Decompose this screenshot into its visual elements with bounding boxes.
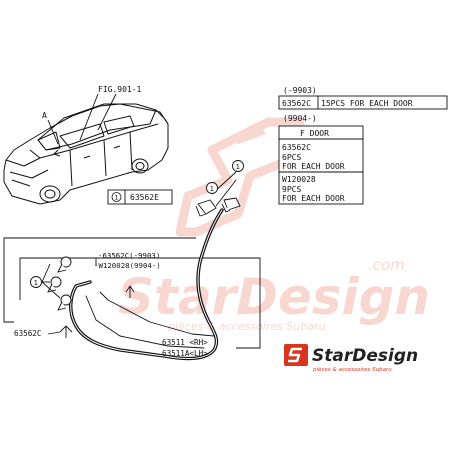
watermark-s-logo xyxy=(175,117,305,237)
late-qty-2-line-2: FOR EACH DOOR xyxy=(282,194,345,203)
label-weatherstrip-lh: 63511A<LH> xyxy=(162,349,208,358)
label-weatherstrip-rh: 63511 <RH> xyxy=(162,338,208,347)
watermark: .com StarDesign pièces & accessoires Sub… xyxy=(118,117,430,333)
weatherstrip xyxy=(69,208,224,361)
label-clip-early: -63562C(-9903) xyxy=(98,251,160,260)
range-late: (9904-) xyxy=(283,114,317,123)
label-a: A xyxy=(42,111,47,120)
late-part-2: W120028 xyxy=(282,175,316,184)
svg-text:1: 1 xyxy=(210,185,214,193)
logo-tagline: pièces & accessoires Subaru xyxy=(312,366,392,373)
label-clip-left: 63562C xyxy=(14,329,41,338)
late-part-1: 63562C xyxy=(282,143,311,152)
callout-circle-top-1: 1 xyxy=(232,160,244,172)
svg-text:1: 1 xyxy=(236,163,240,171)
label-clip-late: -W120028(9904-) xyxy=(94,261,161,270)
leader-lines xyxy=(47,93,117,145)
callout-circle-top-2: 1 xyxy=(206,182,218,194)
early-part-number: 63562C xyxy=(282,99,311,108)
leader-clip-left xyxy=(47,331,61,335)
stardesign-logo: StarDesign pièces & accessoires Subaru xyxy=(284,344,418,373)
legend-circle-number: 1 xyxy=(114,194,118,202)
clip-pointers xyxy=(59,258,135,338)
legend-box: 1 63562E xyxy=(107,189,173,205)
svg-text:1: 1 xyxy=(34,279,38,287)
late-qty-1-line-1: 6PCS xyxy=(282,153,301,162)
clip-group-top xyxy=(195,171,241,217)
parts-table: (-9903) 63562C 15PCS FOR EACH DOOR (9904… xyxy=(278,86,448,205)
range-early: (-9903) xyxy=(283,86,317,95)
callout-circle-left: 1 xyxy=(30,276,42,288)
late-qty-2-line-1: 9PCS xyxy=(282,185,301,194)
door-header: F DOOR xyxy=(300,129,329,138)
logo-wordmark: StarDesign xyxy=(312,346,418,366)
watermark-domain: .com xyxy=(368,256,405,274)
car-illustration xyxy=(3,103,169,205)
legend-ref-number: 63562E xyxy=(130,193,159,202)
watermark-main: StarDesign xyxy=(118,268,430,326)
clip-group-left xyxy=(41,256,72,311)
watermark-tagline: pièces & accessoires Subaru xyxy=(167,320,325,333)
early-quantity: 15PCS FOR EACH DOOR xyxy=(321,99,413,108)
fig-reference: FIG.901-1 xyxy=(98,85,142,94)
late-qty-1-line-2: FOR EACH DOOR xyxy=(282,162,345,171)
detail-brackets xyxy=(3,237,261,349)
